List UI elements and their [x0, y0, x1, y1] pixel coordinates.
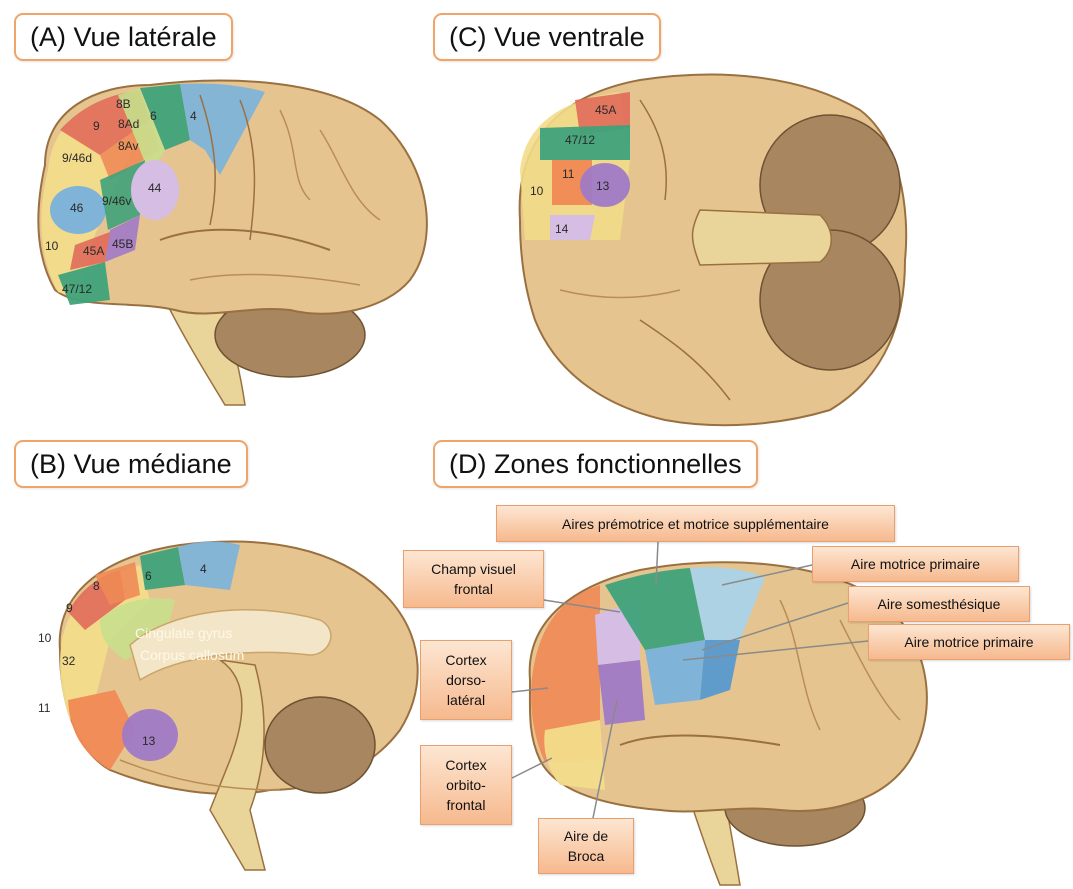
panel-title-functional: (D) Zones fonctionnelles: [433, 440, 758, 488]
area-label: 9/46d: [62, 151, 92, 165]
area-label: 47/12: [565, 133, 595, 147]
callout-primary-motor: Aire motrice primaire: [812, 546, 1019, 582]
area-label: 4: [200, 562, 207, 576]
area-label: 46: [70, 201, 84, 215]
area-label: 9: [93, 119, 100, 133]
ventral-brain: [520, 75, 907, 426]
area-label: 13: [142, 734, 156, 748]
area-label: 10: [530, 184, 544, 198]
area-label: 45A: [595, 103, 616, 117]
area-label: 6: [150, 109, 157, 123]
callout-premotor: Aires prémotrice et motrice supplémentai…: [496, 505, 895, 542]
callout-primary-motor-2: Aire motrice primaire: [868, 624, 1070, 660]
panel-title-lateral: (A) Vue latérale: [14, 13, 233, 61]
area-label: 4: [190, 109, 197, 123]
area-label: 8: [93, 579, 100, 593]
area-label: 45A: [83, 244, 104, 258]
panel-title-ventral: (C) Vue ventrale: [433, 13, 661, 61]
area-label: 11: [562, 167, 575, 181]
area-label: 10: [38, 631, 52, 645]
area-label: 44: [148, 181, 162, 195]
area-label: 9/46v: [102, 194, 131, 208]
area-label: 6: [145, 569, 152, 583]
medial-brain: [60, 541, 418, 870]
callout-frontal-eye-field: Champ visuel frontal: [403, 550, 544, 608]
area-label: 13: [596, 179, 610, 193]
area-label: 8Ad: [118, 117, 139, 131]
area-label: 32: [62, 654, 76, 668]
callout-dorsolateral-cortex: Cortex dorso- latéral: [420, 640, 512, 720]
structure-label: Cingulate gyrus: [135, 625, 232, 641]
callout-broca-area: Aire de Broca: [538, 818, 634, 874]
panel-title-medial: (B) Vue médiane: [14, 440, 248, 488]
area-label: 45B: [112, 237, 133, 251]
area-label: 10: [45, 239, 59, 253]
structure-label: Corpus callosum: [140, 647, 244, 663]
callout-somatosensory: Aire somesthésique: [848, 586, 1030, 622]
area-label: 14: [555, 222, 569, 236]
area-label: 9: [66, 601, 73, 615]
area-label: 8Av: [118, 139, 138, 153]
callout-orbitofrontal-cortex: Cortex orbito- frontal: [420, 745, 512, 825]
area-label: 8B: [116, 97, 131, 111]
area-label: 11: [38, 701, 51, 715]
area-label: 47/12: [62, 282, 92, 296]
